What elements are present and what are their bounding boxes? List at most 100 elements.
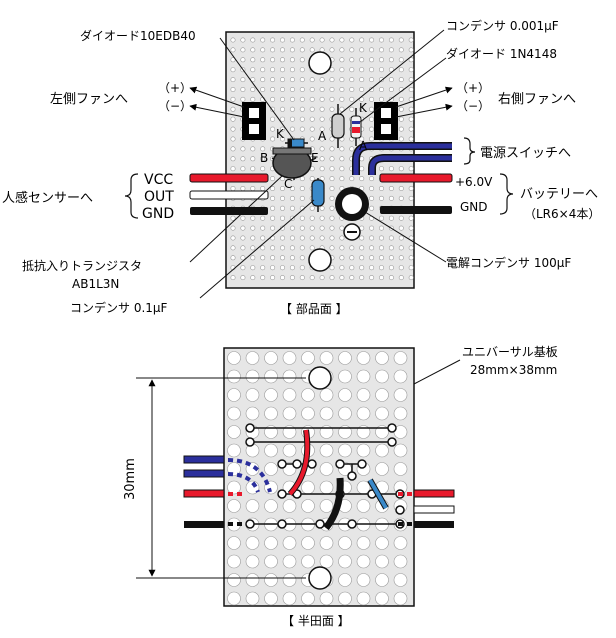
- board-hole: [301, 554, 315, 569]
- board-hole: [301, 591, 315, 606]
- board-hole: [309, 47, 315, 53]
- board-hole: [338, 536, 352, 550]
- board-hole: [301, 388, 315, 402]
- board-hole: [289, 195, 295, 201]
- board-hole: [378, 275, 384, 281]
- board-hole: [338, 388, 352, 402]
- board-hole: [227, 351, 241, 365]
- board-hole: [393, 351, 408, 365]
- board-hole: [230, 186, 236, 192]
- board-hole: [250, 225, 256, 231]
- board-hole: [359, 57, 365, 63]
- board-hole: [408, 47, 414, 53]
- board-hole: [319, 77, 325, 83]
- board-hole: [378, 37, 384, 43]
- board-hole: [339, 245, 345, 251]
- board-hole: [289, 57, 295, 63]
- board-hole: [338, 554, 352, 569]
- board-hole: [369, 136, 375, 142]
- board-hole: [299, 37, 305, 43]
- board-hole: [329, 275, 335, 281]
- board-hole: [393, 573, 408, 587]
- board-hole: [359, 47, 365, 53]
- board-hole: [309, 205, 315, 211]
- board-hole: [240, 255, 246, 261]
- board-hole: [282, 573, 297, 587]
- board-hole: [398, 245, 404, 251]
- wire-vcc-red: [189, 173, 269, 183]
- board-hole: [408, 57, 414, 63]
- board-hole: [279, 205, 285, 211]
- board-hole: [270, 37, 276, 43]
- board-hole: [301, 480, 315, 495]
- board-hole: [279, 67, 285, 73]
- board-hole: [339, 166, 345, 172]
- board-hole: [279, 37, 285, 43]
- board-hole: [260, 255, 266, 261]
- board-hole: [270, 195, 276, 201]
- board-hole: [408, 245, 414, 251]
- board-hole: [227, 573, 241, 587]
- board-hole: [388, 37, 394, 43]
- board-hole: [359, 176, 365, 182]
- board-hole: [270, 87, 276, 93]
- board-hole: [264, 443, 278, 458]
- board-hole: [299, 87, 305, 93]
- board-hole: [227, 443, 241, 458]
- board-hole: [359, 106, 365, 112]
- board-hole: [369, 176, 375, 182]
- board-hole: [270, 245, 276, 251]
- label-gnd-battery: GND: [460, 200, 488, 214]
- board-hole: [408, 116, 414, 122]
- board-hole: [319, 443, 334, 458]
- board-hole: [282, 554, 297, 569]
- board-hole: [369, 116, 375, 122]
- pin-a1-label: A: [318, 129, 327, 143]
- board-hole: [356, 369, 371, 384]
- board-hole: [260, 215, 266, 221]
- board-hole: [339, 106, 345, 112]
- board-hole: [408, 77, 414, 83]
- board-hole: [289, 96, 295, 102]
- board-hole: [378, 67, 384, 73]
- board-hole: [240, 87, 246, 93]
- board-hole: [329, 106, 335, 112]
- board-hole: [378, 47, 384, 53]
- board-hole: [393, 591, 408, 606]
- board-hole: [227, 480, 241, 495]
- board-hole: [250, 265, 256, 271]
- board-hole: [329, 47, 335, 53]
- board-hole: [230, 126, 236, 132]
- board-hole: [279, 47, 285, 53]
- board-hole: [299, 186, 305, 192]
- board-hole: [378, 96, 384, 102]
- board-hole: [378, 265, 384, 271]
- board-hole: [270, 67, 276, 73]
- board-hole: [329, 225, 335, 231]
- board-hole: [260, 235, 266, 241]
- board-hole: [408, 186, 414, 192]
- label-out: OUT: [144, 189, 174, 205]
- section-title-top: 【 部品面 】: [280, 301, 348, 316]
- board-hole: [369, 195, 375, 201]
- board-hole: [289, 37, 295, 43]
- board-hole: [398, 77, 404, 83]
- board-hole: [349, 47, 355, 53]
- board-hole: [227, 425, 241, 439]
- board-hole: [378, 57, 384, 63]
- board-hole: [289, 255, 295, 261]
- board-hole: [270, 136, 276, 142]
- label-plus-right: （+）: [456, 81, 490, 95]
- board-hole: [356, 573, 371, 587]
- board-hole: [240, 166, 246, 172]
- pin-k2-label: K: [359, 101, 368, 115]
- board-hole: [245, 406, 260, 421]
- board-hole: [388, 265, 394, 271]
- jumper-wires: [287, 429, 389, 531]
- section-title-bottom: 【 半田面 】: [282, 614, 350, 628]
- board-hole: [398, 195, 404, 201]
- board-hole: [230, 235, 236, 241]
- board-hole: [378, 215, 384, 221]
- label-30mm: 30mm: [123, 458, 138, 500]
